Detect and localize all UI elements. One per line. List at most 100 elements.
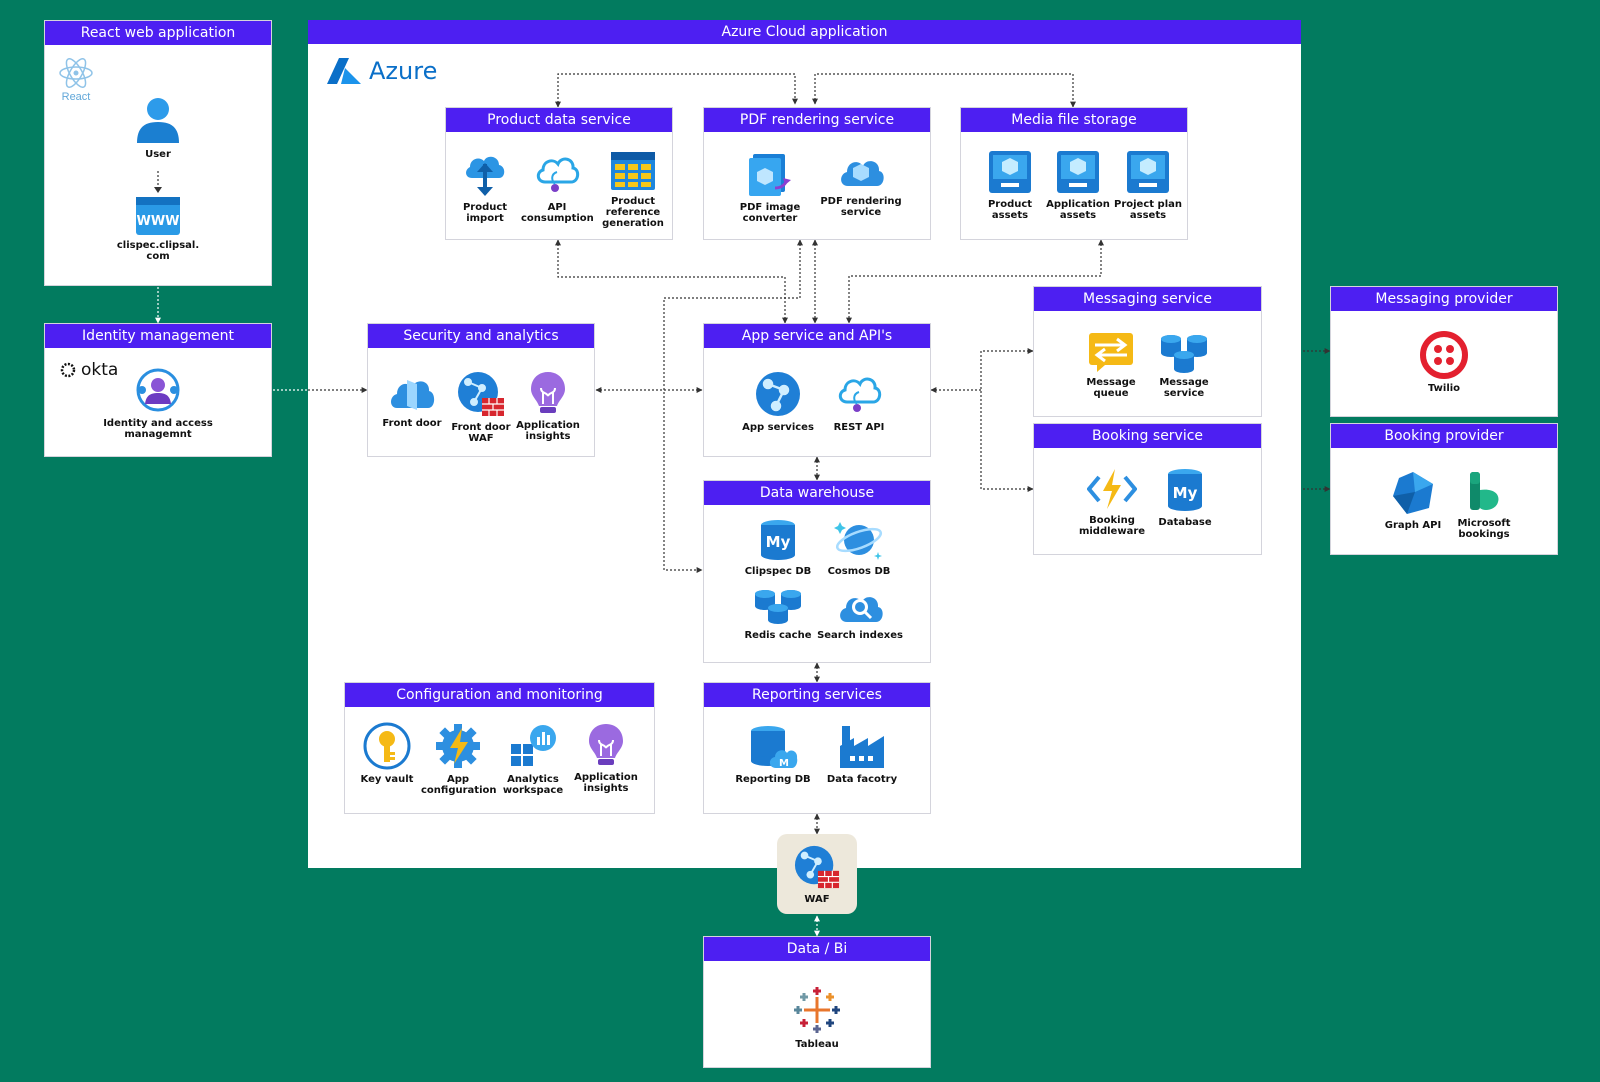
message-queue-label: Message queue (1086, 377, 1136, 399)
website-item: WWW clispec.clipsal. com (108, 196, 208, 262)
product-import-item: Product import (452, 150, 518, 224)
search-indexes-item: Search indexes (815, 588, 905, 641)
data-factory-icon (840, 726, 884, 768)
data-bi-title: Data / Bi (704, 937, 930, 961)
tableau-icon (794, 987, 840, 1033)
identity-access-item: Identity and access managemnt (98, 366, 218, 440)
storage-icon (1127, 151, 1169, 193)
application-assets-label: Application assets (1046, 199, 1110, 221)
svg-text:WWW: WWW (136, 214, 179, 229)
reporting-db-label: Reporting DB (735, 774, 811, 785)
product-reference-item: Product reference generation (597, 150, 669, 229)
react-logo-text: React (61, 91, 91, 103)
data-factory-item: Data facotry (826, 724, 898, 785)
react-web-app-title: React web application (45, 21, 271, 45)
product-assets-item: Product assets (975, 149, 1045, 221)
reporting-db-icon: M (751, 726, 798, 769)
reporting-services-box: Reporting services (703, 682, 931, 814)
app-services-globe-icon (756, 372, 800, 416)
grid-table-icon (611, 152, 655, 190)
svg-text:My: My (766, 533, 791, 551)
pdf-rendering-item: PDF rendering service (817, 150, 905, 218)
application-insights-label: Application insights (516, 420, 580, 442)
security-analytics-title: Security and analytics (368, 324, 594, 348)
application-insights-item: Application insights (513, 370, 583, 442)
cloud-cube-icon (841, 161, 884, 186)
app-configuration-icon (436, 724, 480, 768)
connector-pdf-warehouse (663, 239, 803, 573)
message-service-item: Message service (1148, 331, 1220, 399)
graph-api-item: Graph API (1377, 470, 1449, 531)
data-bi-box: Data / Bi (703, 936, 931, 1068)
app-services-item: App services (737, 370, 819, 433)
booking-middleware-label: Booking middleware (1078, 515, 1146, 537)
reporting-services-title: Reporting services (704, 683, 930, 707)
media-file-storage-title: Media file storage (961, 108, 1187, 132)
identity-access-label: Identity and access managemnt (103, 418, 213, 440)
react-logo: React (58, 58, 94, 103)
search-indexes-label: Search indexes (817, 630, 903, 641)
website-label: clispec.clipsal. com (116, 240, 200, 262)
redis-cache-label: Redis cache (744, 630, 812, 641)
key-vault-icon (363, 722, 411, 770)
app-configuration-item: App configuration (421, 722, 496, 796)
www-icon: WWW (136, 197, 180, 235)
message-queue-icon (1089, 333, 1133, 372)
api-cloud-icon (536, 157, 580, 192)
pdf-rendering-service-title: PDF rendering service (704, 108, 930, 132)
storage-icon (1057, 151, 1099, 193)
data-warehouse-box: Data warehouse (703, 480, 931, 663)
product-assets-label: Product assets (987, 199, 1033, 221)
cosmos-db-icon (834, 522, 883, 560)
twilio-item: Twilio (1404, 331, 1484, 394)
azure-logo-icon (327, 58, 361, 84)
storage-icon (989, 151, 1031, 193)
react-icon (59, 58, 93, 88)
analytics-workspace-label: Analytics workspace (502, 774, 564, 796)
connector-pdf-product (555, 73, 798, 108)
bookings-icon (1470, 472, 1499, 510)
svg-text:My: My (1173, 484, 1198, 502)
config-application-insights-item: Application insights (569, 722, 643, 794)
front-door-label: Front door (382, 418, 442, 429)
product-reference-label: Product reference generation (602, 196, 664, 229)
message-service-label: Message service (1159, 377, 1209, 399)
user-label: User (145, 149, 171, 160)
booking-provider-box: Booking provider (1330, 423, 1558, 555)
svg-text:M: M (779, 758, 789, 769)
api-cloud-icon (838, 377, 882, 412)
cosmos-db-label: Cosmos DB (827, 566, 891, 577)
clipspec-db-label: Clipspec DB (744, 566, 812, 577)
message-queue-item: Message queue (1075, 331, 1147, 399)
key-vault-item: Key vault (356, 722, 418, 785)
twilio-label: Twilio (1427, 383, 1461, 394)
data-factory-label: Data facotry (826, 774, 898, 785)
app-services-label: App services (742, 422, 814, 433)
azure-logo-text: Azure (369, 57, 438, 85)
okta-logo-text: okta (81, 360, 119, 380)
application-assets-item: Application assets (1042, 149, 1114, 221)
product-data-service-title: Product data service (446, 108, 672, 132)
pdf-image-converter-label: PDF image converter (739, 202, 801, 224)
user-icon (137, 98, 179, 143)
graph-api-label: Graph API (1384, 520, 1442, 531)
okta-icon (60, 362, 76, 378)
config-monitoring-title: Configuration and monitoring (345, 683, 654, 707)
pdf-converter-icon (749, 154, 791, 196)
azure-cloud-title: Azure Cloud application (308, 20, 1301, 44)
messaging-service-box: Messaging service (1033, 286, 1262, 417)
reporting-db-item: M Reporting DB (735, 724, 811, 785)
message-service-icon (1161, 335, 1207, 373)
analytics-workspace-item: Analytics workspace (497, 722, 569, 796)
user-item: User (118, 95, 198, 160)
booking-database-label: Database (1158, 517, 1212, 528)
rest-api-label: REST API (833, 422, 885, 433)
app-service-apis-box: App service and API's (703, 323, 931, 457)
pdf-rendering-label: PDF rendering service (820, 196, 902, 218)
clipspec-db-item: My Clipspec DB (742, 518, 814, 577)
front-door-waf-item: Front door WAF (449, 370, 513, 444)
api-consumption-label: API consumption (521, 202, 594, 224)
messaging-provider-box: Messaging provider (1330, 286, 1558, 417)
tableau-label: Tableau (795, 1039, 839, 1050)
